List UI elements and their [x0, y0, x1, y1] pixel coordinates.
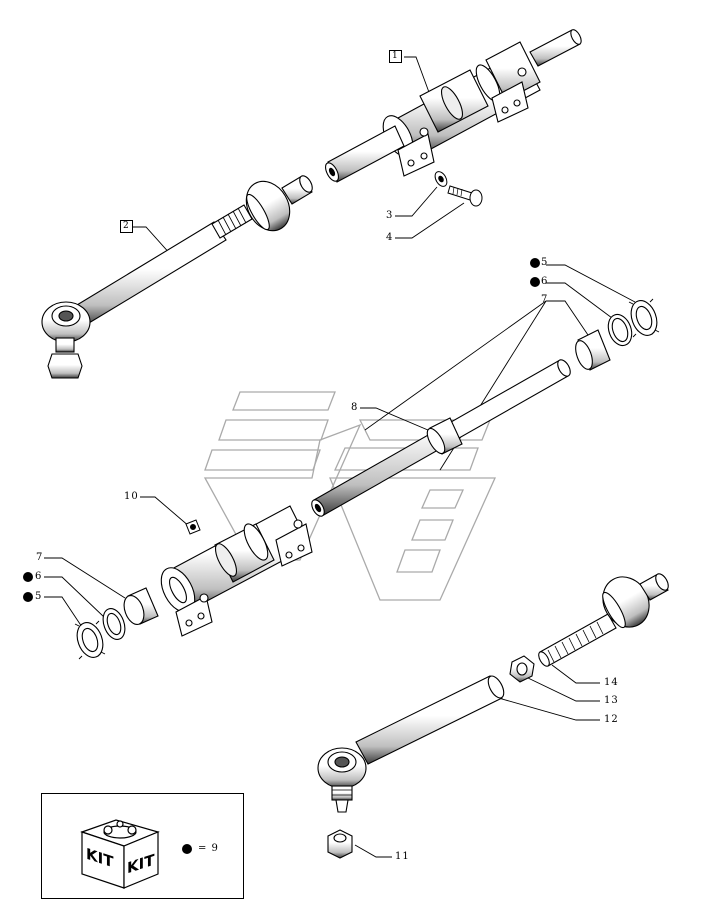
callout-2: 2 — [120, 220, 133, 233]
part-10-grease-fitting — [185, 519, 201, 535]
callout-10: 10 — [124, 491, 139, 502]
callout-13: 13 — [604, 695, 619, 706]
kit-legend-text: = 9 — [198, 843, 219, 854]
part-2-tie-rod — [41, 175, 313, 379]
callout-1: 1 — [389, 50, 402, 63]
kit-bullet-5-right — [530, 258, 540, 268]
part-13-jam-nut — [509, 655, 535, 683]
callout-11: 11 — [395, 851, 410, 862]
callout-3: 3 — [386, 210, 394, 221]
leader-lines — [44, 56, 636, 858]
part-4-bolt — [447, 185, 483, 207]
part-5-snap-ring-right — [628, 298, 660, 338]
part-5-snap-ring-left — [74, 620, 106, 660]
part-7-bushing-right — [575, 329, 611, 371]
kit-bullet-6-right — [530, 277, 540, 287]
kit-cube-icon — [80, 819, 160, 889]
callout-8: 8 — [351, 402, 359, 413]
kit-bullet-5-left — [23, 592, 33, 602]
callout-4: 4 — [386, 232, 394, 243]
part-11-castle-nut — [327, 829, 353, 859]
callout-7-right: 7 — [541, 294, 549, 305]
kit-legend-box — [41, 793, 244, 899]
callout-14: 14 — [604, 677, 619, 688]
callout-6-right: 6 — [541, 276, 549, 287]
part-12-tie-rod-end — [317, 675, 505, 813]
part-3-washer — [434, 171, 448, 187]
part-1-cylinder-assembly — [325, 29, 582, 183]
kit-bullet-6-left — [23, 572, 33, 582]
callout-5-left: 5 — [35, 591, 43, 602]
middle-cylinder-barrel — [160, 505, 313, 637]
part-14-inner-ball-joint — [538, 573, 669, 667]
kit-bullet-icon — [182, 844, 192, 854]
callout-7-left: 7 — [36, 552, 44, 563]
callout-6-left: 6 — [35, 571, 43, 582]
part-8-rod — [311, 359, 571, 517]
part-6-seal-ring-left — [102, 608, 126, 640]
part-7-bushing-left — [123, 587, 159, 625]
callout-5-right: 5 — [541, 257, 549, 268]
part-6-seal-ring-right — [607, 313, 633, 347]
callout-12: 12 — [604, 714, 619, 725]
